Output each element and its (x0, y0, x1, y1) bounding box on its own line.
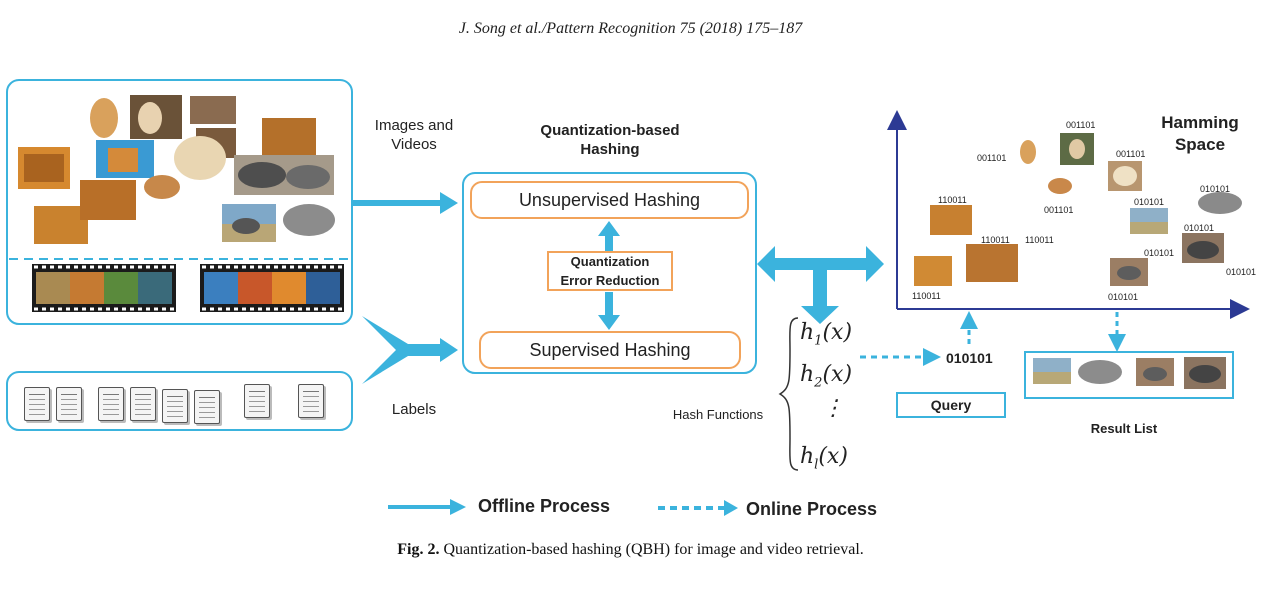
hamming-code: 001101 (1116, 149, 1146, 159)
hamming-space-title: Hamming Space (1150, 112, 1250, 156)
hamming-code: 010101 (1184, 223, 1215, 233)
label-document (194, 390, 220, 424)
offline-arrow-images (352, 192, 458, 214)
qbh-title: Quantization-based Hashing (520, 121, 700, 159)
arrow-down-hashfn (801, 270, 839, 324)
hamming-thumbnails (914, 133, 1242, 286)
qer-line1: Quantization (570, 254, 650, 269)
qbh-title-line1: Quantization-based (540, 122, 680, 139)
image-thumbnails (18, 95, 335, 244)
query-box (896, 392, 1006, 418)
hamming-code: 110011 (938, 195, 967, 205)
images-label-line1: Images and (374, 117, 454, 134)
tiger-image (80, 180, 136, 220)
rhino-image (283, 204, 335, 236)
tiger-image (262, 118, 316, 156)
hamming-code: 010101 (1134, 197, 1165, 207)
hash-fn-2: h2(x) (800, 362, 853, 391)
hamming-code: 001101 (1066, 120, 1096, 130)
video-filmstrip (32, 264, 176, 312)
figure-caption-text: Quantization-based hashing (QBH) for ima… (443, 541, 864, 558)
arrow-up-qer (598, 221, 620, 251)
label-document (244, 384, 270, 418)
label-document (130, 387, 156, 421)
hamming-code: 010101 (1144, 248, 1175, 258)
quantization-error-box: Quantization Error Reduction (547, 251, 673, 291)
hash-fn-l: hl(x) (800, 444, 848, 473)
tiger-image (34, 206, 88, 244)
arrow-down-qer (598, 292, 620, 330)
hamming-code: 001101 (977, 153, 1007, 163)
label-document (56, 387, 82, 421)
dog-image (174, 136, 226, 180)
qer-line2: Error Reduction (560, 273, 660, 288)
figure-label: Fig. 2. (397, 541, 440, 558)
hash-fn-dots: ⋮ (822, 396, 844, 421)
query-code: 010101 (946, 350, 993, 366)
hash-fn-1: h1(x) (800, 320, 853, 349)
label-document (162, 389, 188, 423)
label-document (298, 384, 324, 418)
legend-online-label: Online Process (746, 499, 878, 519)
video-filmstrip (200, 264, 344, 312)
labels-label: Labels (391, 401, 437, 418)
page-header: J. Song et al./Pattern Recognition 75 (2… (458, 20, 803, 37)
hamming-line1: Hamming (1161, 113, 1239, 132)
result-thumbnails (1033, 357, 1226, 389)
images-label-line2: Videos (391, 136, 437, 153)
hash-functions-label: Hash Functions (672, 407, 764, 422)
hamming-code: 110011 (1025, 235, 1054, 245)
images-videos-label: Images and Videos (362, 116, 466, 154)
unsupervised-hashing-box: Unsupervised Hashing (470, 181, 749, 219)
hamming-code: 110011 (912, 291, 941, 301)
hamming-code: 010101 (1108, 292, 1139, 302)
query-label: Query (930, 397, 972, 413)
hamming-code: 010101 (1226, 267, 1257, 277)
dog-image (144, 175, 180, 199)
dog-image (90, 98, 118, 138)
supervised-hashing-box: Supervised Hashing (479, 331, 741, 369)
rhino-image (190, 96, 236, 124)
label-document (24, 387, 50, 421)
offline-arrow-labels (362, 316, 458, 384)
hash-brace (778, 317, 799, 471)
hamming-code: 001101 (1044, 205, 1074, 215)
legend-offline-arrow (388, 499, 466, 515)
double-arrow-hamming (757, 246, 884, 282)
label-document (98, 387, 124, 421)
hamming-code: 110011 (981, 235, 1010, 245)
hamming-code: 010101 (1200, 184, 1231, 194)
hamming-line2: Space (1174, 135, 1226, 154)
figure-caption: Fig. 2. Quantization-based hashing (QBH)… (0, 541, 1261, 559)
qbh-title-line2: Hashing (580, 141, 640, 158)
legend-offline-label: Offline Process (478, 496, 611, 516)
result-list-label: Result List (1090, 421, 1158, 436)
